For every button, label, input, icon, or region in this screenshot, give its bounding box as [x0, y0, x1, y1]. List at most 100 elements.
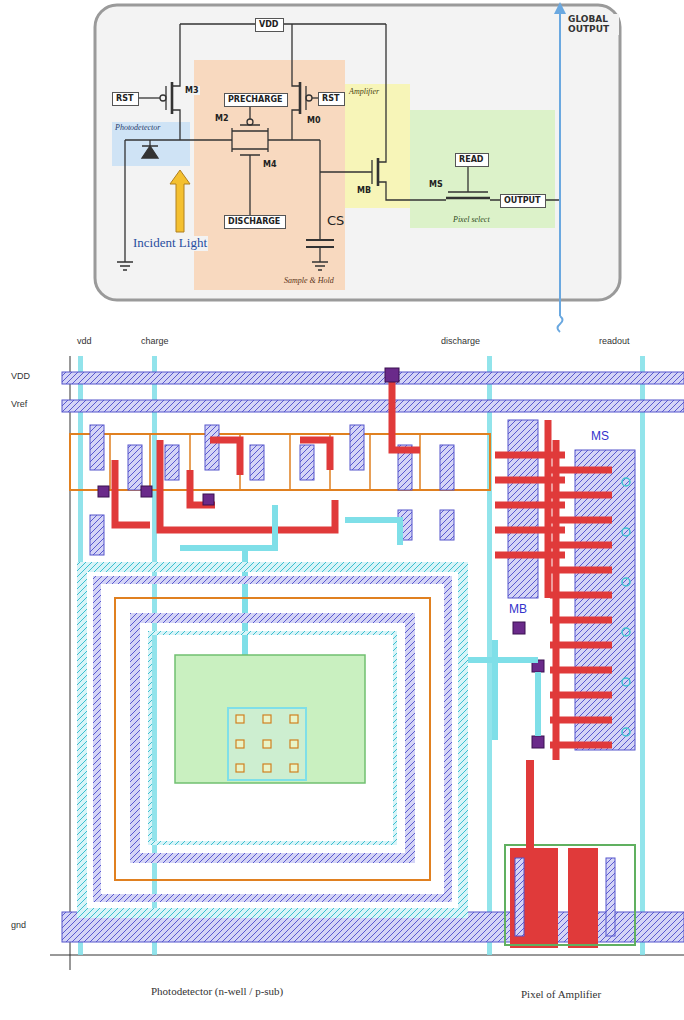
photodiode — [150, 633, 395, 843]
contact — [98, 486, 109, 497]
poly-trace — [190, 470, 215, 505]
photodiode — [82, 567, 463, 913]
schematic-wire — [232, 128, 268, 152]
schematic-wire — [446, 197, 490, 200]
schematic-wire — [306, 95, 312, 101]
select-transistor — [622, 678, 630, 686]
poly-trace — [392, 372, 420, 450]
transistor-row — [70, 434, 490, 490]
schematic-wire — [319, 140, 320, 240]
schematic-wire — [171, 82, 174, 114]
schematic-wire — [249, 107, 250, 215]
transistor-row — [440, 510, 454, 540]
rail-name: gnd — [10, 920, 27, 930]
rail-name: VDD — [10, 371, 31, 381]
region-title: Amplifier — [348, 87, 380, 96]
signal-name: RST — [116, 94, 135, 103]
output-frame-ground — [95, 5, 620, 300]
select-transistor — [550, 440, 635, 760]
pixel-select-region: READ OUTPUT Pixel select — [410, 110, 555, 228]
signal-name: PRECHARGE — [228, 95, 284, 104]
discharge-box: DISCHARGE — [224, 215, 286, 229]
region-title: Photodetector — [114, 123, 161, 132]
schematic-wire — [490, 199, 560, 200]
bottom-transistor — [606, 858, 615, 936]
transistor-row — [205, 425, 219, 470]
photodiode — [236, 764, 244, 772]
schematic-wire — [247, 119, 253, 125]
signal-name: readout — [598, 336, 631, 346]
transistor-row — [90, 515, 104, 555]
region-title: Sample & Hold — [283, 276, 335, 285]
metal-column — [640, 356, 645, 955]
signal-name: RST — [322, 94, 341, 103]
select-transistor — [622, 528, 630, 536]
photodiode — [236, 715, 298, 772]
poly-trace — [160, 440, 335, 530]
caption-text: Photodetector (n-well / p-sub) — [150, 985, 284, 998]
schematic-wire — [240, 125, 260, 155]
select-transistor — [622, 478, 630, 736]
photodiode — [263, 764, 271, 772]
select-transistor — [622, 728, 630, 736]
signal-name: OUTPUT — [504, 196, 542, 205]
supply-box: VDD — [255, 18, 284, 32]
photodiode — [135, 618, 410, 858]
schematic-wire — [268, 139, 320, 140]
contact — [385, 368, 399, 382]
transistor-name: MB — [356, 186, 372, 195]
light-note: Incident Light — [132, 236, 208, 251]
contact — [513, 622, 525, 634]
read-box: READ — [455, 153, 489, 167]
global-output-line — [554, 2, 566, 14]
schematic-wire — [299, 82, 302, 114]
transistor-row — [350, 425, 364, 470]
schematic-wire — [117, 24, 560, 270]
capacitor-name: CS — [326, 214, 345, 229]
metal-trace — [460, 657, 538, 663]
light-arrow — [170, 170, 190, 232]
transistor-name: M4 — [262, 160, 278, 169]
photodiode — [115, 598, 430, 880]
bottom-transistor — [505, 845, 635, 945]
pixel-select-region-ground — [410, 110, 555, 228]
transistor-row — [165, 445, 179, 480]
amplifier-region: Amplifier — [345, 84, 410, 208]
output-frame: VDD RST Photodetector PRECHARGE RST DISCHARGE… — [95, 5, 620, 300]
contact — [203, 494, 214, 505]
region-title: Pixel select — [452, 215, 491, 224]
bottom-transistor — [568, 848, 598, 948]
global-output-line — [559, 12, 561, 316]
bottom-transistor — [515, 858, 524, 936]
signal-name: VDD — [259, 20, 280, 29]
schematic-wire — [117, 140, 133, 270]
metal-trace — [492, 640, 498, 740]
schematic-wire — [320, 160, 372, 184]
metal-trace — [535, 672, 541, 736]
photodetector-region: Photodetector — [112, 122, 190, 166]
schematic-wire — [130, 97, 160, 98]
reset-box: RST — [112, 92, 139, 106]
metal-trace — [345, 520, 400, 545]
transistor-row — [128, 445, 142, 490]
transistor-row — [440, 445, 454, 490]
poly-trace — [300, 440, 330, 470]
photodiode — [228, 708, 306, 780]
bottom-transistor — [510, 848, 558, 948]
transistor-name: MS — [428, 180, 444, 189]
layout-axes — [50, 955, 684, 956]
rail-name: Vref — [10, 399, 28, 409]
transistor-row — [90, 425, 454, 555]
poly-trace — [115, 372, 420, 530]
transistor-name: MB — [508, 603, 528, 617]
supply-rail — [62, 372, 684, 384]
select-transistor — [622, 478, 630, 486]
transistor-row — [70, 425, 490, 555]
precharge-box: PRECHARGE — [224, 93, 288, 107]
contact — [532, 736, 544, 748]
caption-text: Pixel of Amplifier — [520, 988, 602, 1001]
